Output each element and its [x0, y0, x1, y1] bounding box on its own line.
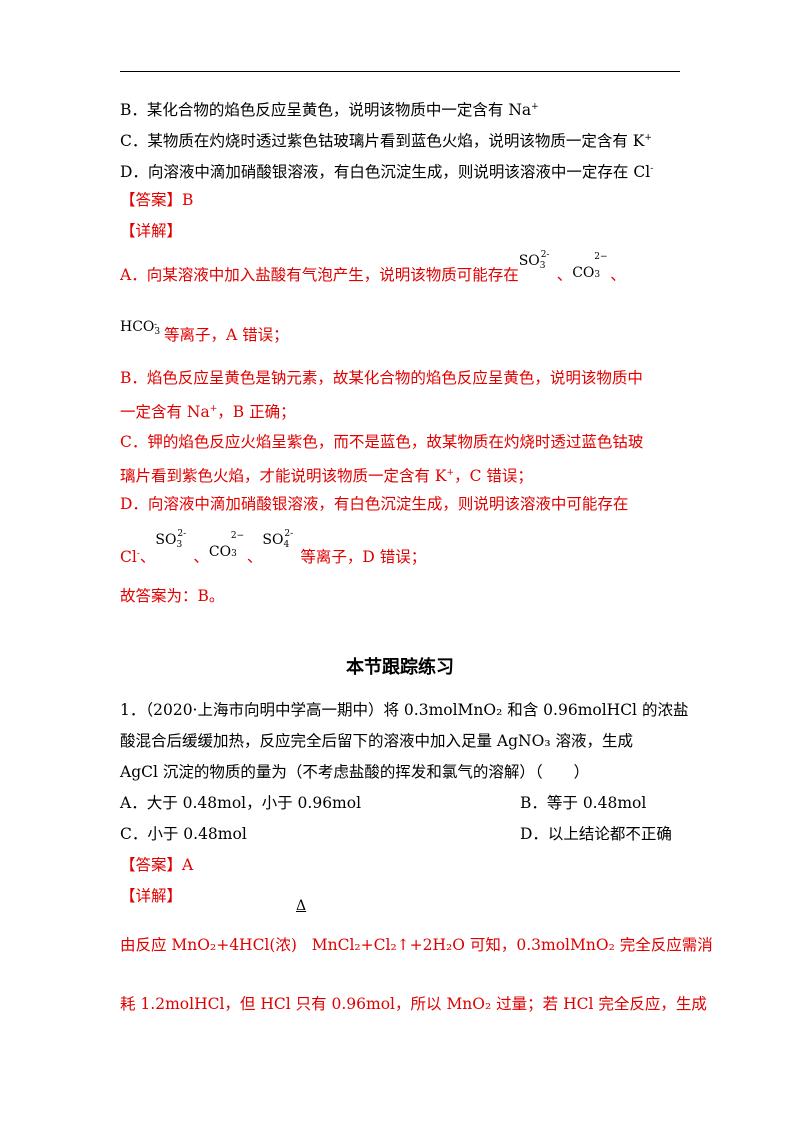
detail-label: 【详解】	[120, 222, 183, 240]
explanation-a-line2: HCO3-等离子，A 错误；	[120, 319, 289, 344]
option-c: C．某物质在灼烧时透过紫色钴玻璃片看到蓝色火焰，说明该物质一定含有 K+	[120, 132, 652, 151]
option-a: A．大于 0.48mol，小于 0.96mol	[120, 794, 362, 812]
conclusion: 故答案为：B。	[120, 587, 225, 605]
explanation-d-line1: D．向溶液中滴加硝酸银溶液，有白色沉淀生成，则说明该溶液中可能存在	[120, 495, 629, 513]
explanation-b-line1: B．焰色反应呈黄色是钠元素，故某化合物的焰色反应呈黄色，说明该物质中	[120, 369, 643, 387]
option-b-q1: B．等于 0.48mol	[520, 794, 647, 812]
explanation-q1-line2: 耗 1.2molHCl，但 HCl 只有 0.96mol，所以 MnO₂ 过量；…	[120, 995, 707, 1013]
answer-label: 【答案】B	[120, 191, 194, 209]
options-row2: C．小于 0.48mol D．以上结论都不正确	[120, 824, 680, 844]
ion-hco3: HCO3-	[120, 319, 161, 337]
question1-line2: 酸混合后缓缓加热，反应完全后留下的溶液中加入足量 AgNO₃ 溶液，生成	[120, 732, 633, 750]
answer-label-q1: 【答案】A	[120, 856, 194, 874]
explanation-c-line1: C．钾的焰色反应火焰呈紫色，而不是蓝色，故某物质在灼烧时透过蓝色钴玻	[120, 433, 644, 451]
detail-label-q1: 【详解】	[120, 887, 183, 905]
option-c-q1: C．小于 0.48mol	[120, 825, 247, 843]
option-b: B．某化合物的焰色反应呈黄色，说明该物质中一定含有 Na+	[120, 101, 539, 120]
explanation-q1-line1: 由反应 MnO₂+4HCl(浓) MnCl₂+Cl₂↑+2H₂O 可知，0.3m…	[120, 936, 713, 954]
option-d: D．向溶液中滴加硝酸银溶液，有白色沉淀生成，则说明该溶液中一定存在 Cl-	[120, 163, 654, 182]
explanation-c-line2: 璃片看到紫色火焰，才能说明该物质一定含有 K+，C 错误；	[120, 467, 533, 486]
option-d-q1: D．以上结论都不正确	[520, 825, 672, 843]
explanation-b-line2: 一定含有 Na+，B 正确；	[120, 403, 296, 422]
question1-line1: 1．（2020·上海市向明中学高一期中）将 0.3molMnO₂ 和含 0.96…	[120, 701, 689, 719]
section-heading: 本节跟踪练习	[346, 657, 454, 678]
heat-symbol: Δ	[296, 898, 307, 914]
header-rule	[120, 71, 680, 72]
question1-line3: AgCl 沉淀的物质的量为（不考虑盐酸的挥发和氯气的溶解）（ ）	[120, 763, 590, 781]
options-row1: A．大于 0.48mol，小于 0.96mol B．等于 0.48mol	[120, 793, 680, 813]
